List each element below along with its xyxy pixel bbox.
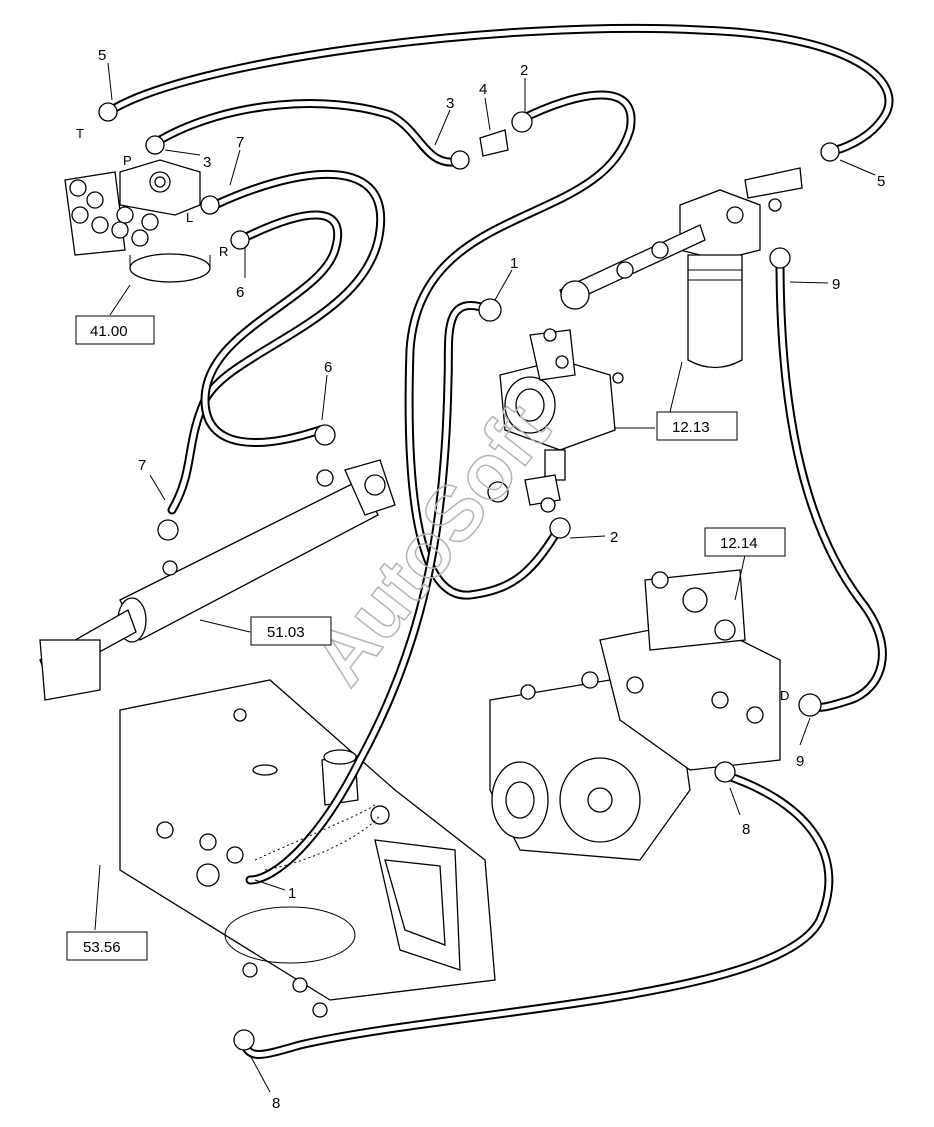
callout-5: 5 [98,47,106,64]
callout-8: 8 [272,1095,280,1112]
callout-3: 3 [446,95,454,112]
callout-9: 9 [796,753,804,770]
callout-5: 5 [877,173,885,190]
callouts: 5 3 3 4 2 7 6 5 9 1 6 7 2 9 8 1 8 [98,47,885,1112]
port-label-d: D [780,688,789,703]
hydraulic-cylinder [39,459,396,701]
port-label-p: P [123,153,132,168]
ref-box-label: 12.14 [720,535,758,552]
ref-box-51-03[interactable]: 51.03 [250,616,332,646]
port-label-t: T [76,126,84,141]
ref-box-41-00[interactable]: 41.00 [75,315,155,345]
ref-box-label: 12.13 [672,419,710,436]
ref-box-12-14[interactable]: 12.14 [704,527,786,557]
ref-box-label: 51.03 [267,624,305,641]
port-labels: T P L R D [76,126,789,703]
ref-box-label: 53.56 [83,939,121,956]
callout-6: 6 [236,284,244,301]
steering-unit [64,159,211,283]
dotted-hose-route [254,804,381,871]
callout-4: 4 [479,81,487,98]
callout-1: 1 [288,885,296,902]
filter-assembly [559,167,803,369]
callout-7: 7 [236,134,244,151]
callout-2: 2 [520,62,528,79]
hoses [110,23,894,1059]
callout-6: 6 [324,359,332,376]
callout-3: 3 [203,154,211,171]
port-label-l: L [186,210,193,225]
leader-lines [94,62,876,1093]
callout-9: 9 [832,276,840,293]
hydraulic-tank [119,679,496,1018]
ref-box-12-13[interactable]: 12.13 [656,411,738,441]
callout-7: 7 [138,457,146,474]
ref-box-53-56[interactable]: 53.56 [66,931,148,961]
fittings [98,102,840,1051]
callout-8: 8 [742,821,750,838]
callout-2: 2 [610,529,618,546]
pump-assembly [489,569,781,861]
ref-box-label: 41.00 [90,323,128,340]
port-label-r: R [219,244,228,259]
valve-block [487,328,624,513]
callout-1: 1 [510,255,518,272]
